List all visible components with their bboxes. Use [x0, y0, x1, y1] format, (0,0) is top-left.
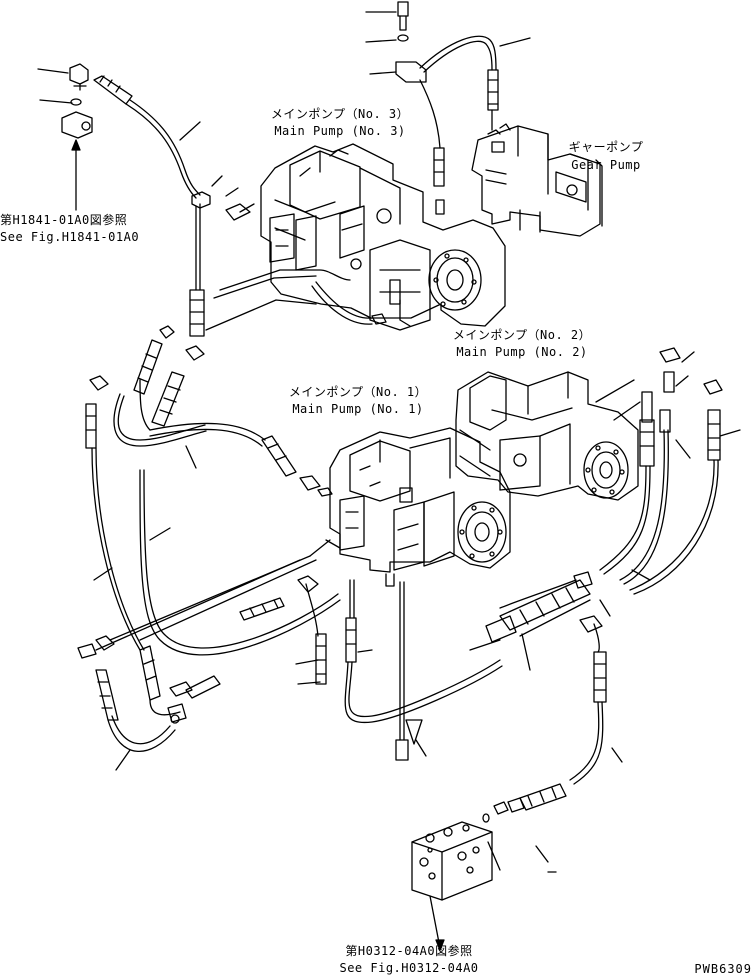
reference-h0312-label-jp: 第H0312-04A0図参照 — [345, 944, 473, 958]
center-left-fittings — [189, 175, 255, 337]
top-left-fittings — [37, 63, 201, 211]
valve-block-drawing — [411, 821, 493, 951]
main-pump-1-label-jp: メインポンプ（No. 1） — [288, 385, 428, 399]
main-pump-2-label-jp: メインポンプ（No. 2） — [452, 328, 592, 342]
gear-pump-label-jp: ギャーポンプ — [568, 140, 644, 154]
reference-h0312-label-en: See Fig.H0312-04A0 — [339, 961, 479, 975]
main-pump-1-label-en: Main Pump (No. 1) — [292, 402, 424, 416]
main-pump-3-drawing — [260, 143, 506, 331]
main-pump-3-label-en: Main Pump (No. 3) — [274, 124, 406, 138]
reference-h1841-label-jp: 第H1841-01A0図参照 — [0, 213, 128, 227]
main-pump-2-drawing — [455, 371, 639, 501]
left-hoses — [85, 325, 341, 753]
leader-lines — [93, 351, 741, 873]
gear-pump-drawing — [471, 123, 603, 237]
main-pump-3-label-jp: メインポンプ（No. 3） — [270, 107, 410, 121]
reference-h1841-label-en: See Fig.H1841-01A0 — [0, 230, 140, 244]
gear-pump-label-en: Gear Pump — [571, 158, 641, 172]
center-hoses — [77, 269, 503, 761]
main-pump-1-drawing — [329, 427, 511, 587]
top-center-fittings — [365, 1, 531, 215]
right-hoses — [469, 347, 723, 823]
drawing-code: PWB6309 — [694, 962, 752, 976]
main-pump-2-label-en: Main Pump (No. 2) — [456, 345, 588, 359]
